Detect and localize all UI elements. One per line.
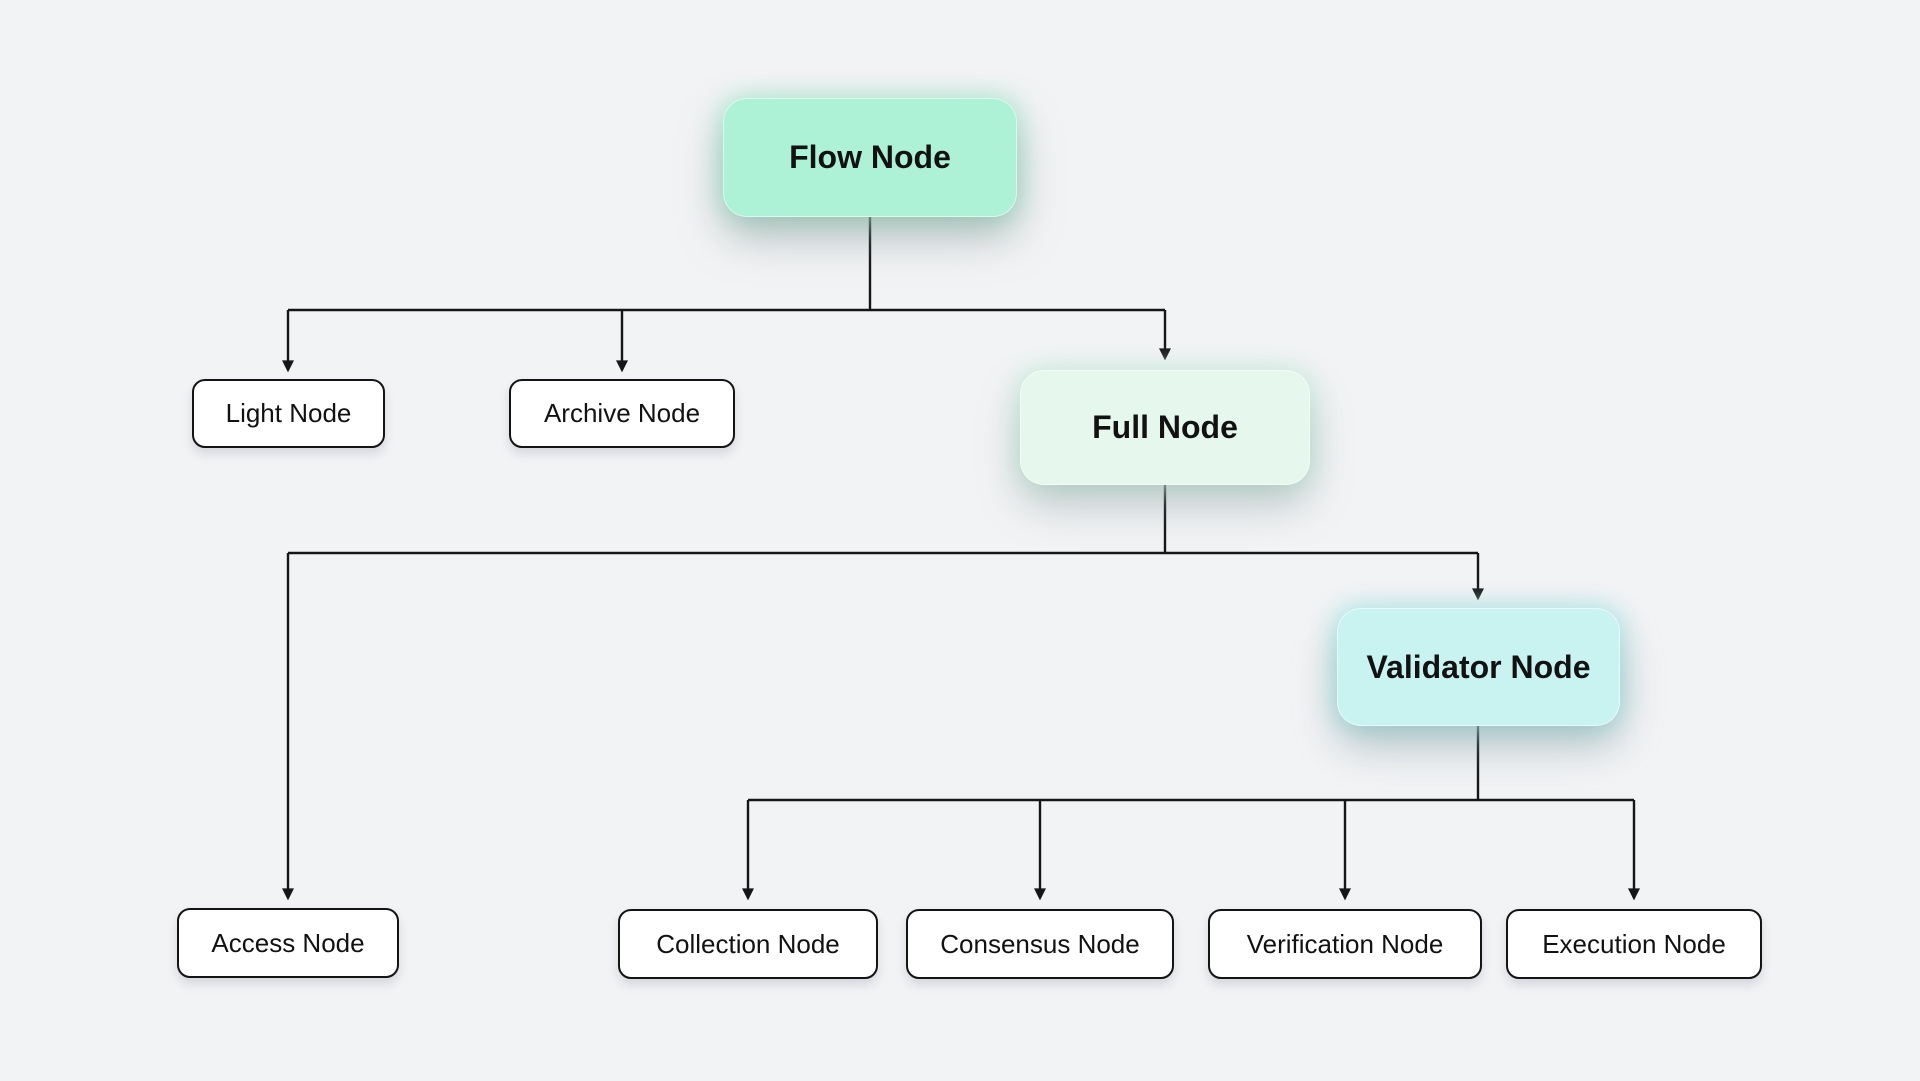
full-node: Full Node [1020, 370, 1310, 485]
flow-node-label: Flow Node [789, 139, 951, 175]
consensus-node-label: Consensus Node [940, 928, 1140, 959]
access-node: Access Node [177, 908, 399, 978]
access-node-label: Access Node [211, 927, 365, 958]
validator-node-label: Validator Node [1366, 648, 1591, 685]
light-node: Light Node [192, 379, 385, 448]
execution-node-label: Execution Node [1542, 928, 1726, 959]
verification-node: Verification Node [1208, 909, 1482, 979]
collection-node-label: Collection Node [656, 928, 840, 959]
verification-node-label: Verification Node [1246, 928, 1444, 959]
light-node-label: Light Node [225, 398, 352, 428]
archive-node: Archive Node [509, 379, 735, 448]
collection-node: Collection Node [618, 909, 878, 979]
edge-group [282, 217, 1640, 901]
flow-node: Flow Node [723, 98, 1017, 217]
consensus-node: Consensus Node [906, 909, 1174, 979]
validator-node: Validator Node [1337, 608, 1620, 726]
execution-node: Execution Node [1506, 909, 1762, 979]
full-node-label: Full Node [1092, 409, 1238, 445]
archive-node-label: Archive Node [543, 398, 701, 428]
